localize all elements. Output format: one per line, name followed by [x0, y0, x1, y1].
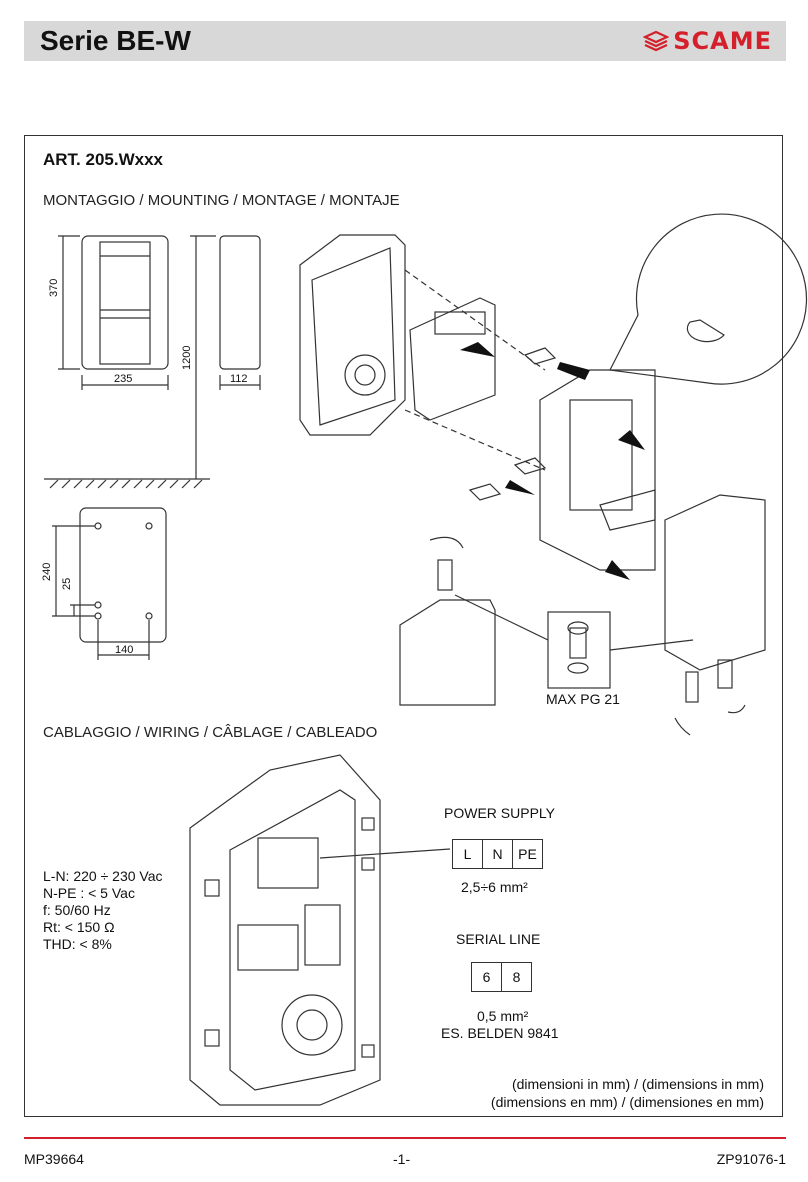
terminal-L: L — [453, 840, 483, 868]
dim-width-label: 235 — [114, 373, 133, 385]
terminal-PE: PE — [518, 846, 537, 862]
terminal-N: N — [483, 840, 513, 868]
spec-line: THD: < 8% — [43, 936, 112, 952]
serial-line-terminal-block: 6 8 — [471, 962, 532, 992]
wiring-device-drawing — [189, 754, 451, 1106]
power-supply-terminal-block: L N PE — [452, 839, 543, 869]
dim-hole-horizontal-label: 140 — [115, 644, 134, 656]
spec-line: Rt: < 150 Ω — [43, 919, 115, 935]
brand-name: SCAME — [673, 27, 772, 55]
article-number: ART. 205.Wxxx — [43, 150, 163, 169]
dim-hole-offset-label: 25 — [61, 577, 73, 590]
header-bar: Serie BE-W SCAME — [24, 21, 786, 61]
dim-depth-label: 112 — [230, 373, 248, 385]
side-view-drawing — [190, 235, 261, 479]
serial-line-section: 0,5 mm² — [477, 1008, 529, 1024]
dim-hole-vertical-label: 240 — [41, 562, 53, 581]
units-note-line-1: (dimensioni in mm) / (dimensions in mm) — [511, 1076, 764, 1092]
scame-logo-icon — [643, 30, 670, 52]
exploded-assembly-drawing — [299, 213, 808, 736]
footer-ref-code: ZP91076-1 — [716, 1151, 786, 1167]
scame-logo: SCAME — [643, 27, 772, 55]
footer-page-number: -1- — [393, 1151, 411, 1167]
wiring-section-title: CABLAGGIO / WIRING / CÂBLAGE / CABLEADO — [43, 724, 378, 741]
terminal-6: 6 — [472, 963, 502, 991]
electrical-specs: L-N: 220 ÷ 230 Vac N-PE : < 5 Vac f: 50/… — [43, 868, 163, 953]
serial-line-title: SERIAL LINE — [456, 931, 541, 947]
footer-divider — [24, 1137, 786, 1139]
ground-line — [44, 478, 210, 489]
power-supply-section: 2,5÷6 mm² — [461, 879, 528, 895]
dim-mount-height-label: 1200 — [181, 345, 193, 370]
content-frame — [24, 135, 783, 1117]
drilling-template — [52, 507, 167, 660]
footer-doc-code: MP39664 — [24, 1151, 84, 1167]
gland-label: MAX PG 21 — [546, 691, 620, 707]
serial-line-cable: ES. BELDEN 9841 — [441, 1025, 559, 1041]
document-title: Serie BE-W — [40, 25, 191, 56]
spec-line: N-PE : < 5 Vac — [43, 885, 135, 901]
power-supply-title: POWER SUPPLY — [444, 805, 555, 821]
mounting-section-title: MONTAGGIO / MOUNTING / MONTAGE / MONTAJE — [43, 192, 400, 209]
front-view-drawing — [58, 235, 169, 390]
dim-height-label: 370 — [48, 278, 60, 297]
spec-line: f: 50/60 Hz — [43, 902, 111, 918]
spec-line: L-N: 220 ÷ 230 Vac — [43, 868, 163, 884]
terminal-8: 8 — [512, 969, 521, 985]
units-note-line-2: (dimensions en mm) / (dimensiones en mm) — [490, 1094, 764, 1110]
